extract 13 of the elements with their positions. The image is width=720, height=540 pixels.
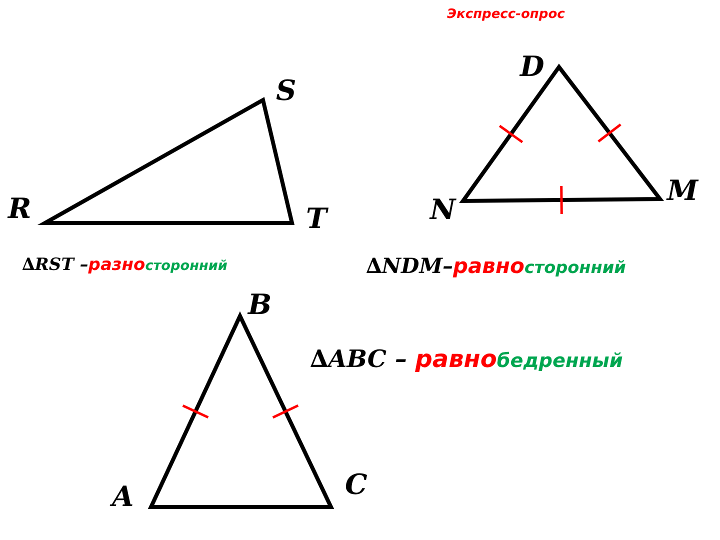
vertex-label: B	[248, 290, 272, 321]
triangle-caption: ∆NDM–равносторонний	[366, 254, 626, 278]
vertex-label: N	[430, 195, 456, 226]
vertex-label: R	[8, 194, 32, 225]
vertex-label: S	[276, 76, 296, 107]
vertex-label: T	[306, 204, 327, 235]
vertex-label: M	[667, 176, 698, 207]
heading: Экспресс-опрос	[447, 8, 565, 22]
vertex-label: D	[520, 52, 544, 83]
triangle-caption: ∆RST –разносторонний	[22, 256, 228, 275]
vertex-label: A	[112, 482, 134, 513]
triangle-caption: ∆ABC – равнобедренный	[310, 346, 623, 372]
vertex-label: C	[345, 470, 368, 501]
